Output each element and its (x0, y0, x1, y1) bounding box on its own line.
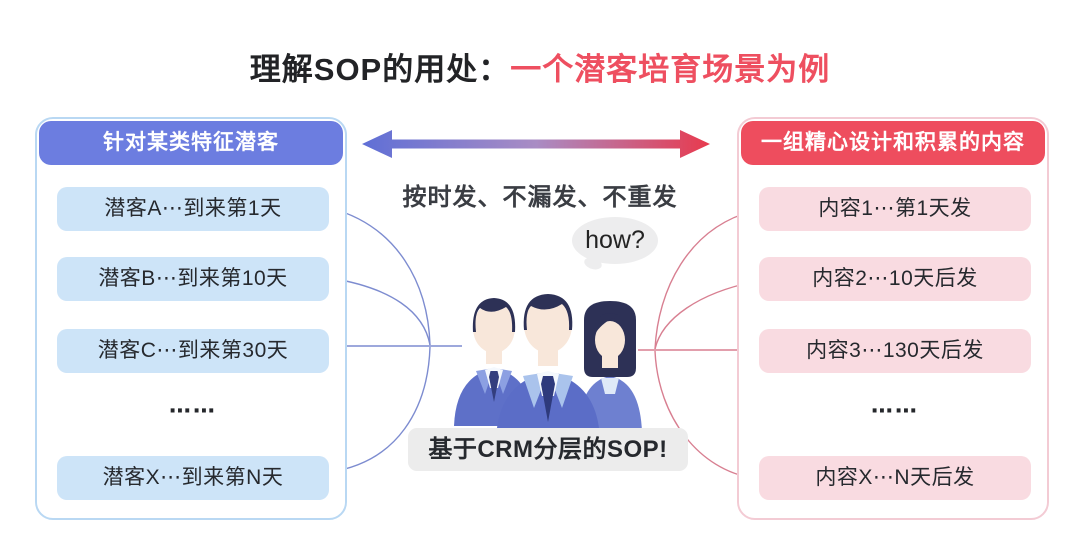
content-panel-header: 一组精心设计和积累的内容 (741, 121, 1045, 165)
content-item: 内容1⋯第1天发 (759, 187, 1031, 231)
speech-bubble: how? (572, 217, 658, 264)
title-prefix: 理解SOP的用处： (249, 52, 511, 87)
lead-item: 潜客B⋯到来第10天 (57, 257, 329, 301)
lead-item: 潜客C⋯到来第30天 (57, 329, 329, 373)
page-title: 理解SOP的用处：一个潜客培育场景为例 (0, 44, 1080, 89)
ellipsis-row: ⋯⋯ (871, 398, 919, 423)
speech-bubble-text: how? (585, 226, 645, 254)
title-highlight: 一个潜客培育场景为例 (510, 52, 831, 87)
sop-caption: 基于CRM分层的SOP! (408, 428, 688, 471)
ellipsis-row: ⋯⋯ (169, 398, 217, 423)
double-arrow-icon (360, 125, 712, 163)
leads-panel: 针对某类特征潜客 潜客A⋯到来第1天 潜客B⋯到来第10天 潜客C⋯到来第30天… (35, 117, 347, 520)
content-item: 内容2⋯10天后发 (759, 257, 1031, 301)
lead-item: 潜客A⋯到来第1天 (57, 187, 329, 231)
content-item: 内容X⋯N天后发 (759, 456, 1031, 500)
woman-right (578, 301, 642, 432)
lead-item: 潜客X⋯到来第N天 (57, 456, 329, 500)
leads-panel-header: 针对某类特征潜客 (39, 121, 343, 165)
content-panel: 一组精心设计和积累的内容 内容1⋯第1天发 内容2⋯10天后发 内容3⋯130天… (737, 117, 1049, 520)
arrow-caption: 按时发、不漏发、不重发 (402, 184, 678, 211)
man-center (496, 294, 600, 440)
man-left (454, 298, 534, 426)
content-item: 内容3⋯130天后发 (759, 329, 1031, 373)
